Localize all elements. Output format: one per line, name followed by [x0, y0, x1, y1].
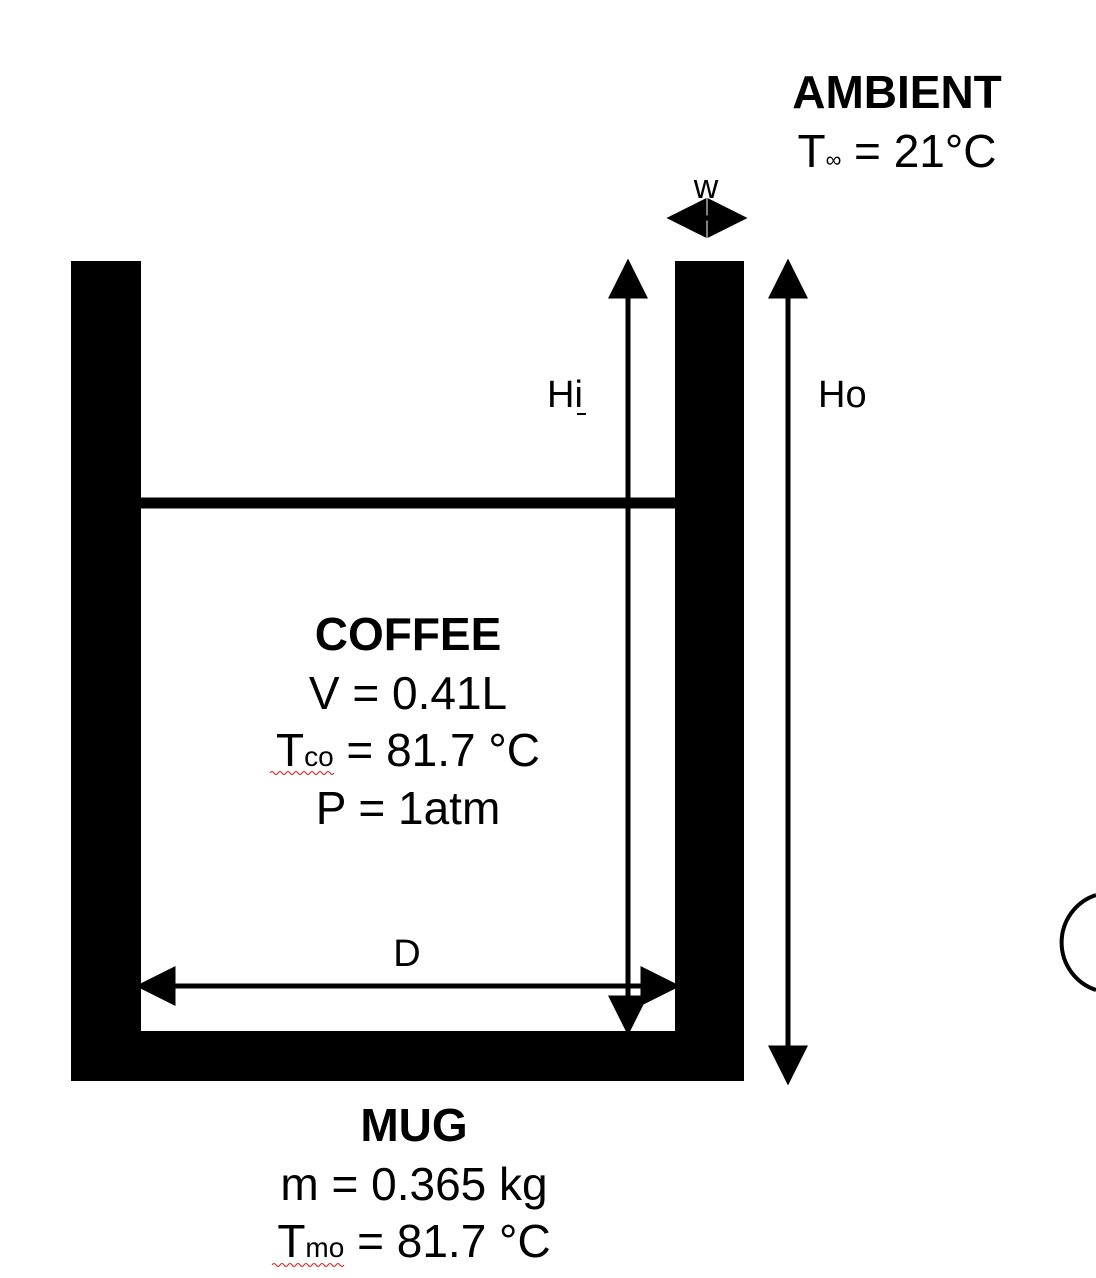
- mug-temp-subscript: mo: [305, 1232, 344, 1263]
- coffee-temperature: Tco = 81.7 °C: [276, 724, 540, 776]
- wall-thickness-label: w: [693, 168, 719, 206]
- mug-temperature: Tmo = 81.7 °C: [277, 1215, 550, 1267]
- ambient-temp-subscript: ∞: [826, 147, 842, 172]
- mug-bottom: [71, 1031, 744, 1081]
- mug-temp-spellcheck-underline: [271, 1262, 345, 1268]
- ambient-temp-symbol: T: [797, 125, 825, 177]
- ambient-temp-value: = 21°C: [841, 125, 996, 177]
- mug-temp-value: = 81.7 °C: [344, 1215, 550, 1267]
- inner-height-main: H: [547, 374, 574, 416]
- inner-height-sub: i: [574, 374, 582, 416]
- coffee-title: COFFEE: [315, 608, 502, 660]
- ambient-title: AMBIENT: [792, 66, 1002, 118]
- ambient-temperature: T∞ = 21°C: [797, 125, 996, 177]
- coffee-pressure: P = 1atm: [316, 782, 501, 834]
- coffee-temp-subscript: co: [304, 741, 334, 772]
- mug-title: MUG: [360, 1099, 467, 1151]
- mug-left-wall: [71, 261, 141, 1081]
- inner-height-label: Hi: [547, 374, 583, 416]
- cropped-circle-shape: [1059, 893, 1096, 992]
- mug-mass: m = 0.365 kg: [280, 1158, 547, 1210]
- outer-height-label: Ho: [818, 374, 867, 416]
- coffee-temp-value: = 81.7 °C: [334, 724, 540, 776]
- coffee-temp-spellcheck-underline: [269, 770, 335, 776]
- mug-right-wall: [675, 261, 744, 1081]
- mug-temp-symbol: T: [277, 1215, 305, 1267]
- diameter-label: D: [393, 933, 420, 975]
- coffee-temp-symbol: T: [276, 724, 304, 776]
- coffee-volume: V = 0.41L: [309, 667, 507, 719]
